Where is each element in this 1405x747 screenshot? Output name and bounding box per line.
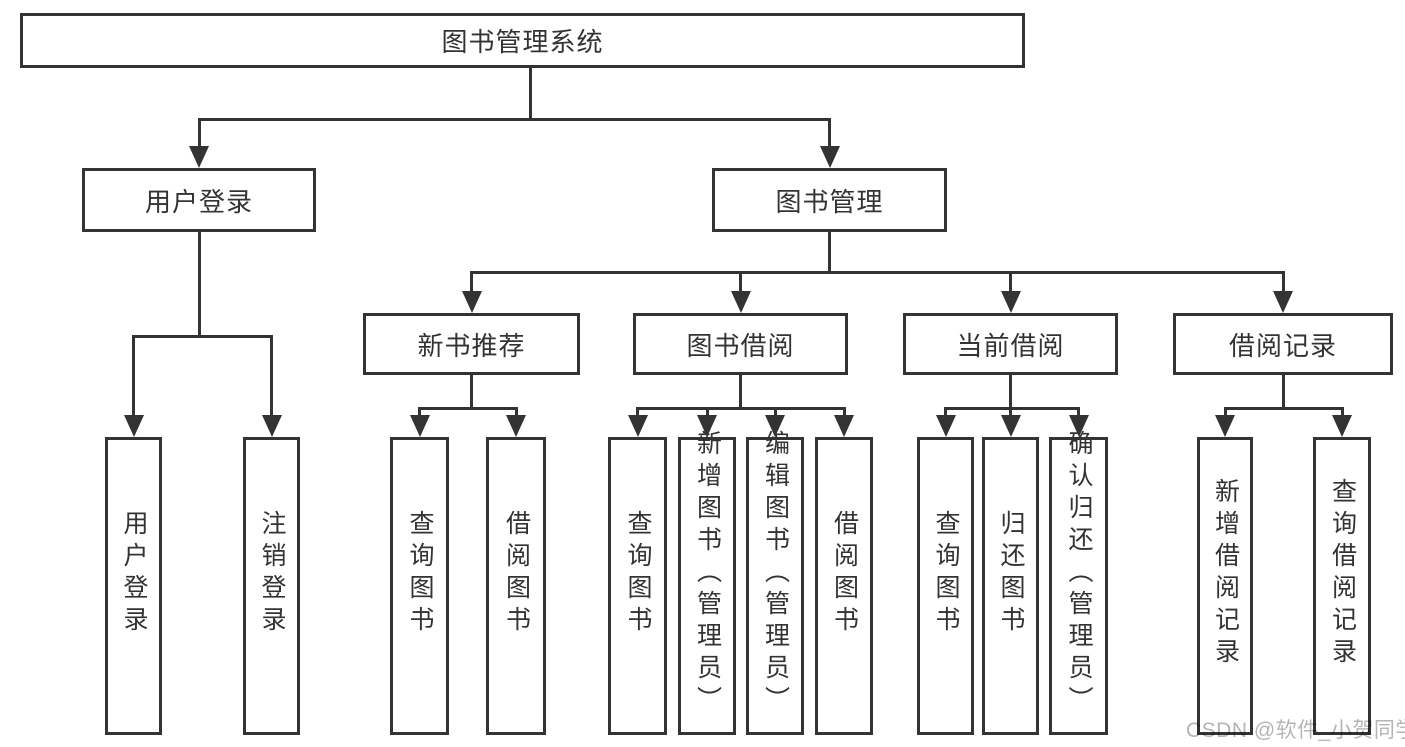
node-label-book-mgmt: 图书管理 [775, 186, 884, 217]
node-label-v-query-book-2: 查询图书 [624, 510, 652, 638]
node-v-add-book-admin: 新增图书（管理员） [678, 430, 736, 735]
connector-arrow-shaft [1340, 408, 1344, 415]
arrowhead-down-icon [123, 415, 144, 437]
connector-arrow-shaft [514, 408, 518, 415]
node-v-return-book: 归还图书 [982, 437, 1039, 735]
node-label-current-borrow: 当前借阅 [956, 330, 1065, 361]
arrowhead-down-icon [409, 415, 430, 437]
node-label-v-return-book: 归还图书 [997, 510, 1025, 638]
connector-arrow-shaft [1077, 408, 1080, 415]
arrowhead-down-icon [1215, 415, 1235, 437]
connector-line [470, 270, 1285, 274]
node-v-confirm-return-admin: 确认归还（管理员） [1049, 430, 1108, 735]
connector-line [528, 68, 532, 121]
connector-line [197, 232, 201, 338]
node-v-borrow-book-2: 借阅图书 [815, 437, 873, 735]
connector-arrow-shaft [418, 408, 421, 415]
arrowhead-down-icon [935, 415, 956, 437]
node-new-book-rec: 新书推荐 [363, 313, 580, 375]
connector-line [418, 406, 518, 410]
connector-arrow-shaft [470, 272, 473, 291]
node-v-borrow-book-1: 借阅图书 [486, 437, 546, 735]
node-book-mgmt: 图书管理 [712, 168, 947, 232]
connector-line [470, 375, 473, 410]
node-label-new-book-rec: 新书推荐 [417, 330, 526, 361]
node-v-user-login: 用户登录 [105, 437, 162, 735]
node-label-user-login: 用户登录 [144, 186, 253, 217]
node-label-v-logout: 注销登录 [258, 510, 286, 638]
connector-line [828, 232, 831, 274]
connector-line [739, 375, 742, 410]
connector-arrow-shaft [739, 272, 742, 291]
node-label-borrow-records: 借阅记录 [1228, 330, 1337, 361]
arrowhead-down-icon [627, 415, 648, 437]
connector-line [1223, 406, 1344, 410]
arrowhead-down-icon [506, 415, 526, 437]
connector-arrow-shaft [1223, 408, 1227, 415]
node-v-query-borrow-record: 查询借阅记录 [1313, 437, 1371, 735]
arrowhead-down-icon [1000, 415, 1021, 437]
node-borrow-records: 借阅记录 [1173, 313, 1393, 375]
arrowhead-down-icon [261, 415, 282, 437]
arrowhead-down-icon [1273, 291, 1293, 313]
arrowhead-down-icon [1332, 415, 1352, 437]
arrowhead-down-icon [819, 146, 840, 168]
node-root: 图书管理系统 [20, 13, 1025, 68]
connector-arrow-shaft [828, 119, 831, 146]
node-label-v-add-borrow-record: 新增借阅记录 [1211, 478, 1240, 670]
node-label-root: 图书管理系统 [441, 27, 604, 57]
watermark-text: CSDN @软件_小贺同学 [1186, 719, 1405, 742]
connector-arrow-shaft [197, 119, 201, 146]
connector-arrow-shaft [270, 336, 273, 415]
arrowhead-down-icon [1068, 415, 1089, 437]
node-user-login: 用户登录 [82, 168, 316, 232]
connector-arrow-shaft [944, 408, 947, 415]
node-label-v-user-login: 用户登录 [120, 510, 148, 638]
connector-arrow-shaft [636, 408, 639, 415]
connector-arrow-shaft [842, 408, 846, 415]
connector-line [944, 406, 1080, 410]
node-label-v-query-borrow-record: 查询借阅记录 [1328, 478, 1357, 670]
connector-line [636, 406, 846, 410]
connector-line [1281, 375, 1285, 410]
connector-arrow-shaft [705, 408, 709, 415]
node-label-v-edit-book-admin: 编辑图书（管理员） [761, 430, 790, 718]
arrowhead-down-icon [461, 291, 482, 313]
node-label-book-borrow: 图书借阅 [686, 330, 795, 361]
arrowhead-down-icon [834, 415, 854, 437]
node-v-logout: 注销登录 [243, 437, 300, 735]
connector-arrow-shaft [773, 408, 777, 415]
node-label-v-borrow-book-2: 借阅图书 [830, 510, 859, 638]
node-label-v-confirm-return-admin: 确认归还（管理员） [1065, 430, 1093, 718]
node-v-edit-book-admin: 编辑图书（管理员） [746, 430, 804, 735]
arrowhead-down-icon [1000, 291, 1021, 313]
node-label-v-borrow-book-1: 借阅图书 [502, 510, 531, 638]
connector-line [1009, 375, 1012, 410]
node-v-query-book-1: 查询图书 [390, 437, 449, 735]
node-book-borrow: 图书借阅 [633, 313, 848, 375]
node-v-add-borrow-record: 新增借阅记录 [1197, 437, 1253, 735]
connector-arrow-shaft [1281, 272, 1285, 291]
arrowhead-down-icon [697, 415, 717, 437]
node-label-v-query-book-3: 查询图书 [932, 510, 960, 638]
node-label-v-query-book-1: 查询图书 [406, 510, 434, 638]
node-v-query-book-2: 查询图书 [608, 437, 667, 735]
node-v-query-book-3: 查询图书 [917, 437, 974, 735]
arrowhead-down-icon [765, 415, 785, 437]
connector-line [132, 334, 273, 338]
node-current-borrow: 当前借阅 [903, 313, 1118, 375]
connector-arrow-shaft [132, 336, 135, 415]
arrowhead-down-icon [730, 291, 751, 313]
node-label-v-add-book-admin: 新增图书（管理员） [693, 430, 722, 718]
connector-arrow-shaft [1009, 408, 1012, 415]
arrowhead-down-icon [189, 146, 209, 168]
connector-arrow-shaft [1009, 272, 1012, 291]
connector-line [197, 117, 831, 121]
